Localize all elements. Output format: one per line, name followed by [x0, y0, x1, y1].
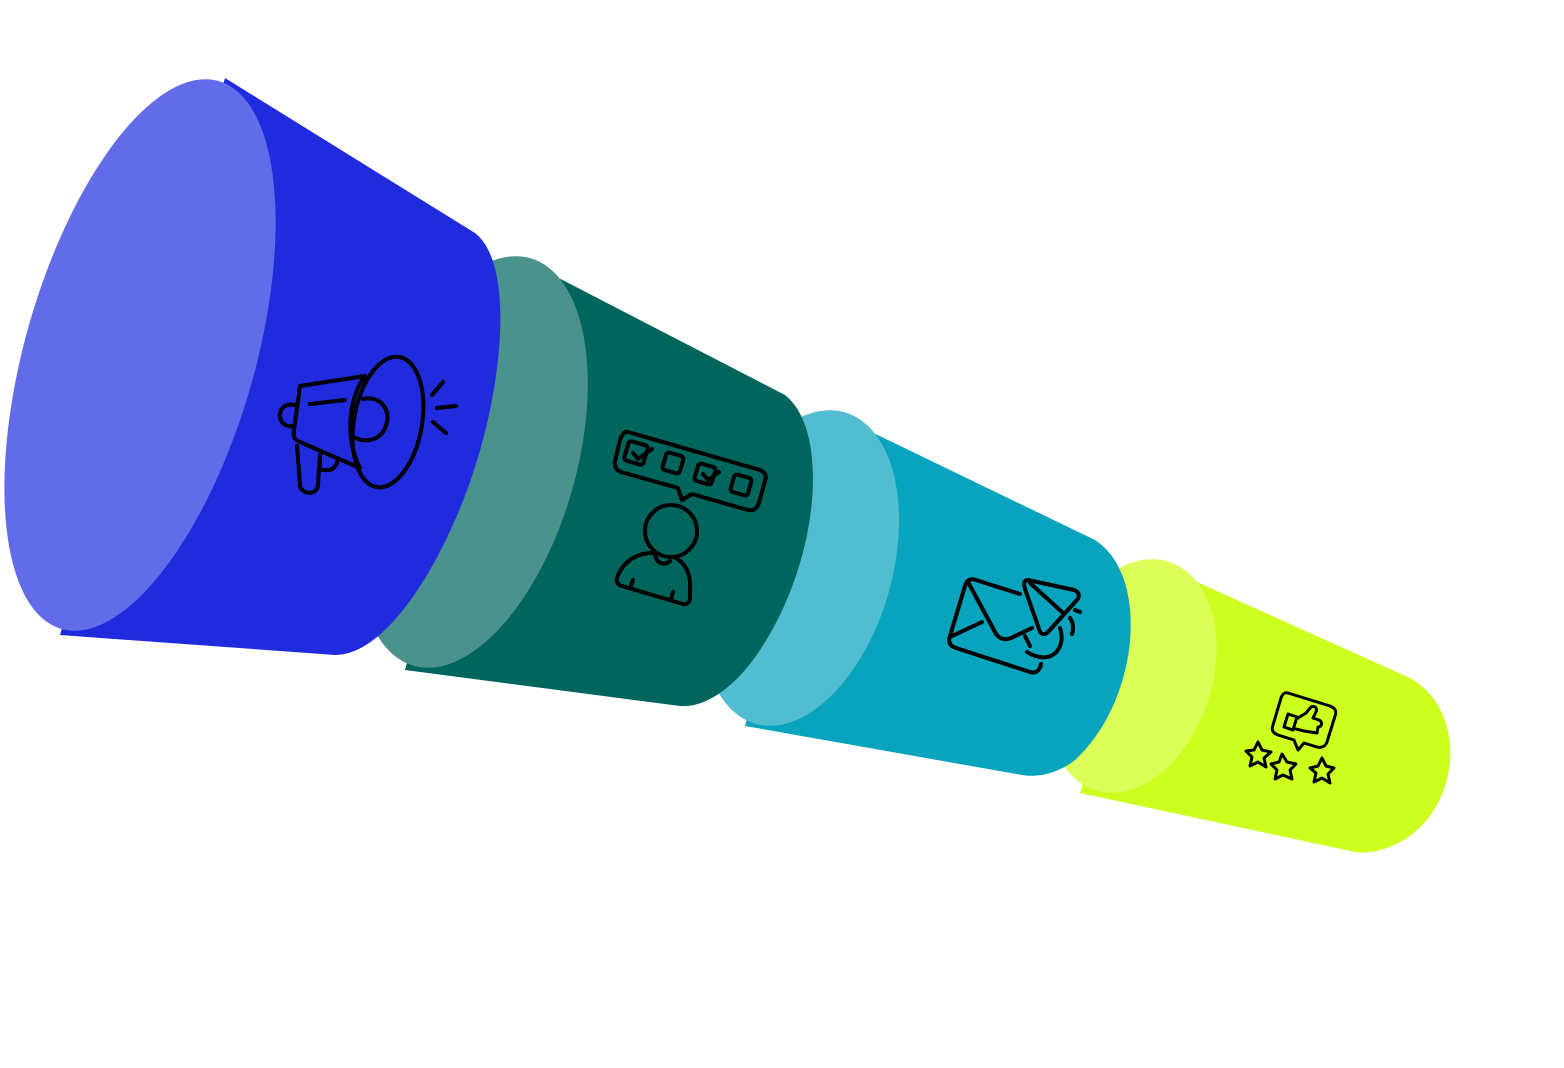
funnel-stage-1-cap — [4, 79, 276, 631]
rating-thumbs-up-icon — [1244, 691, 1338, 785]
megaphone-icon — [277, 354, 458, 495]
survey-person-icon — [612, 429, 768, 607]
funnel-stage-1 — [4, 78, 501, 655]
email-send-icon — [947, 577, 1082, 675]
